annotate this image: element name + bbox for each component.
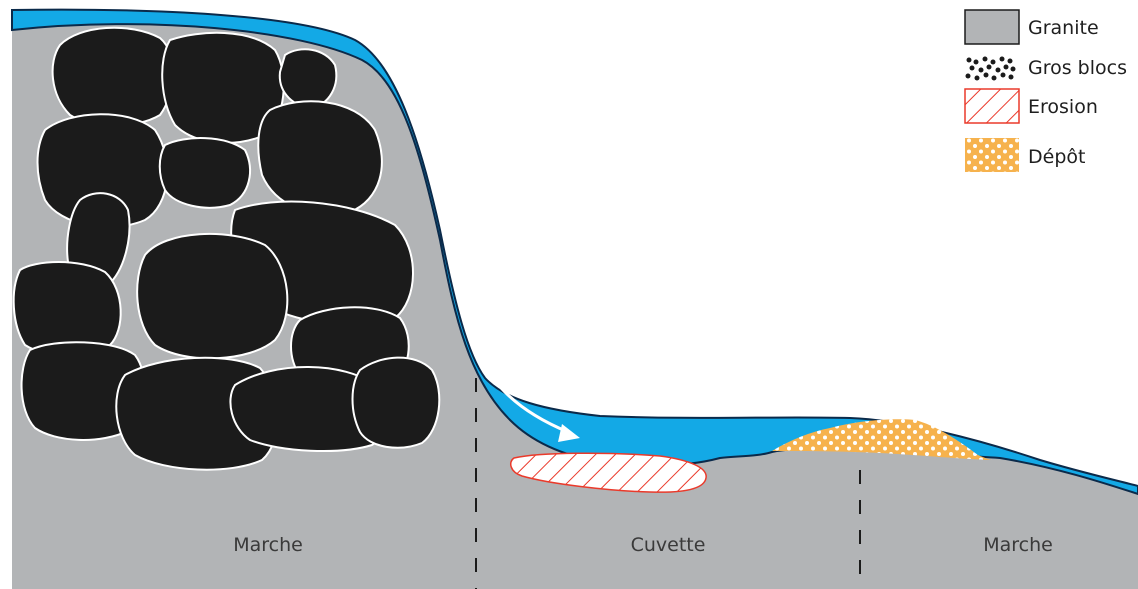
legend-label-deposit: Dépôt: [1028, 146, 1085, 168]
boulder: [353, 358, 440, 448]
zone-label-right: Marche: [983, 534, 1053, 556]
legend-label-erosion: Erosion: [1028, 96, 1098, 118]
legend-swatch-erosion: [965, 89, 1019, 123]
boulder: [137, 234, 287, 358]
legend-swatch-blocks: [966, 57, 1016, 81]
boulder: [53, 28, 174, 126]
legend-label-granite: Granite: [1028, 17, 1099, 39]
legend-swatch-granite: [965, 10, 1019, 44]
zone-label-left: Marche: [233, 534, 303, 556]
legend-swatch-deposit: [965, 138, 1019, 172]
legend: Granite Gros blocs Erosion Dépôt: [965, 10, 1127, 172]
boulder: [160, 138, 250, 208]
legend-label-blocks: Gros blocs: [1028, 57, 1127, 79]
zone-label-middle: Cuvette: [631, 534, 706, 556]
